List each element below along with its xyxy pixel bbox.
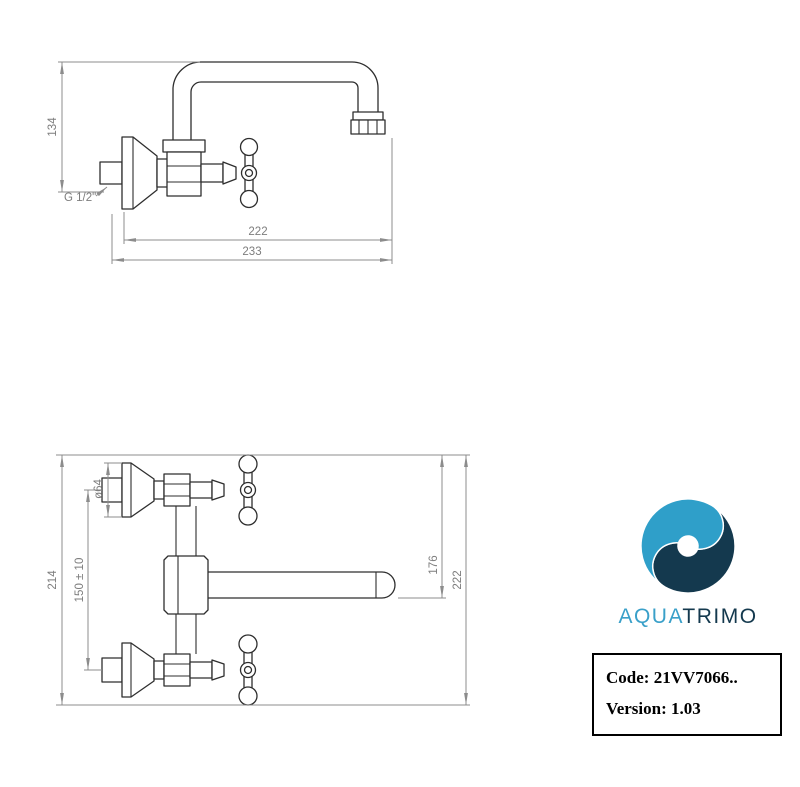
- faucet-body-side: [99, 61, 386, 210]
- dim-64-label: ø64: [93, 478, 105, 498]
- valve-nut-top: [163, 473, 191, 507]
- code-value: 21VV7066..: [653, 668, 738, 687]
- wall-flange-top: [121, 462, 155, 518]
- brand-wordmark: AQUATRIMO: [598, 605, 778, 629]
- product-info-box: Code: 21VV7066.. Version: 1.03: [592, 653, 782, 737]
- wall-pipe-stub-bottom: [101, 657, 123, 683]
- version-value: 1.03: [671, 698, 701, 718]
- faucet-front-view-drawing: 214 150 ± 10 ø64 176 222: [47, 454, 470, 706]
- dim-horizontal-233: 233: [111, 214, 392, 264]
- spout-outline-inner: [190, 81, 359, 140]
- dim-233-label: 233: [242, 246, 261, 258]
- handle-ball-top: [239, 137, 259, 157]
- dim-222-overall-label: 222: [452, 570, 464, 589]
- thread-size-callout: G 1/2": [64, 186, 108, 204]
- brand-logo: AQUATRIMO: [598, 497, 778, 629]
- spout-round-end: [381, 571, 396, 599]
- handle-stem-bottom: [189, 661, 213, 679]
- dim-vertical-176: 176: [398, 455, 446, 599]
- valve-nut-bottom: [163, 653, 191, 687]
- central-hex-body: [163, 555, 209, 615]
- faucet-side-view-drawing: 134 G 1/2" 222 233: [47, 61, 393, 264]
- handle-ball: [238, 454, 258, 474]
- dim-vertical-222: 222: [452, 455, 468, 705]
- valve-body: [166, 151, 202, 197]
- wall-flange: [121, 136, 158, 210]
- dim-flange-diameter-64: ø64: [93, 462, 122, 518]
- spout-base-nut: [162, 139, 206, 153]
- handle-ball-bottom: [239, 189, 259, 209]
- product-version-line: Version: 1.03: [606, 694, 768, 725]
- handle-taper: [222, 161, 237, 185]
- dim-214-label: 214: [47, 570, 59, 590]
- dim-horizontal-222: 222: [123, 138, 393, 264]
- handle-stem-top: [189, 481, 213, 499]
- thread-size-label: G 1/2": [64, 192, 96, 204]
- dim-vertical-134: 134: [47, 61, 200, 193]
- faucet-body-front: [101, 454, 396, 706]
- dim-176-label: 176: [428, 555, 440, 574]
- handle-ball: [238, 686, 258, 706]
- dim-vertical-150-tolerance: 150 ± 10: [74, 489, 102, 671]
- spout-outline-outer: [172, 61, 379, 140]
- wall-flange-bottom: [121, 642, 155, 698]
- wall-pipe-stub: [99, 161, 123, 185]
- swirl-logo-icon: [640, 498, 736, 594]
- wall-pipe-stub-top: [101, 477, 123, 503]
- handle-stem: [200, 163, 224, 183]
- handle-ball: [238, 634, 258, 654]
- brand-name-trimo: TRIMO: [682, 605, 758, 628]
- brand-name-aqua: AQUA: [618, 605, 683, 628]
- spout-nozzle: [352, 111, 384, 121]
- dim-extension-lines: [56, 454, 470, 706]
- code-label: Code:: [606, 668, 650, 687]
- dim-150-label: 150 ± 10: [74, 558, 86, 603]
- product-code-line: Code: 21VV7066..: [606, 663, 768, 694]
- version-label: Version:: [606, 698, 667, 718]
- dim-134-label: 134: [47, 117, 59, 137]
- handle-ball: [238, 506, 258, 526]
- dim-222-label: 222: [248, 226, 267, 238]
- dim-vertical-214: 214: [47, 455, 64, 705]
